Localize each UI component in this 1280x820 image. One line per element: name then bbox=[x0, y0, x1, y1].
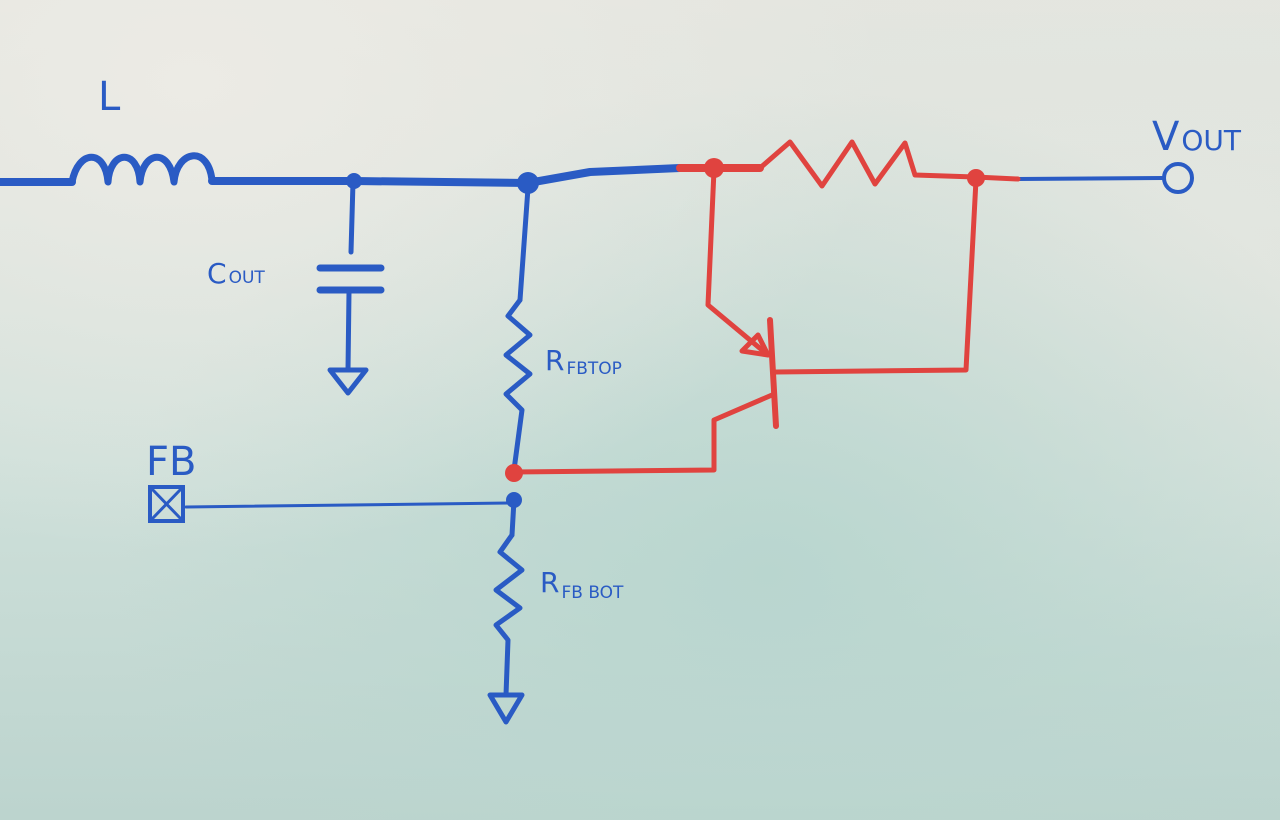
emitter-arrow-icon bbox=[739, 332, 771, 358]
fb-pin-cross-b bbox=[150, 487, 183, 521]
cap-ground-icon bbox=[327, 367, 369, 396]
inductor-symbol bbox=[68, 152, 216, 186]
transistor-base-bar bbox=[767, 317, 779, 429]
emitter-lead bbox=[705, 167, 771, 358]
output-bus-wire bbox=[208, 164, 684, 187]
fb-wire bbox=[184, 501, 514, 509]
junction-red-fb bbox=[505, 464, 523, 482]
junction-red-left bbox=[704, 158, 724, 178]
junction-red-right bbox=[967, 169, 985, 187]
rtop-upper-lead bbox=[517, 185, 531, 303]
junction-cap bbox=[346, 173, 362, 189]
vout-label: VOUT bbox=[1152, 114, 1242, 160]
base-lead bbox=[773, 177, 979, 375]
junction-fb bbox=[506, 492, 522, 508]
inductor-label: L bbox=[98, 74, 121, 120]
junction-rtop bbox=[517, 172, 539, 194]
cap-top-lead bbox=[348, 179, 356, 255]
rbot-resistor-symbol bbox=[493, 532, 525, 698]
fb-pin-box bbox=[148, 485, 185, 523]
vout-terminal-icon bbox=[1162, 162, 1194, 194]
collector-lead bbox=[511, 392, 775, 475]
cap-bottom-lead bbox=[345, 289, 352, 373]
rtop-resistor-symbol bbox=[503, 297, 533, 473]
rbot-ground-icon bbox=[487, 692, 525, 725]
fb-label: FB bbox=[146, 439, 196, 485]
series-resistor-symbol bbox=[757, 139, 1021, 189]
vout-wire bbox=[1016, 176, 1165, 181]
